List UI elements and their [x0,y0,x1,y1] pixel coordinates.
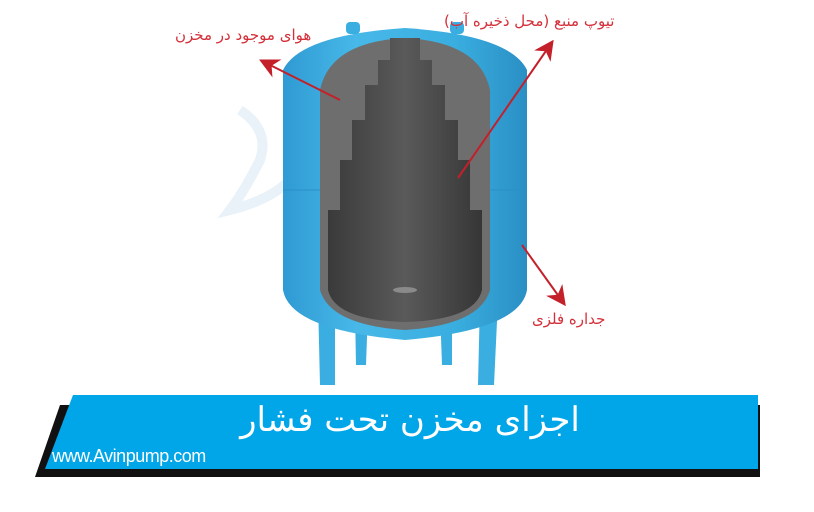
banner-title: اجزای مخزن تحت فشار [240,400,580,440]
banner-background [45,395,758,469]
arrow-air [259,59,341,101]
website-url: www.Avinpump.com [52,446,206,466]
arrow-wall [521,244,566,307]
label-metal-wall: جداره فلزی [532,310,606,328]
label-air-in-tank: هوای موجود در مخزن [175,26,312,44]
arrow-bladder [457,39,554,179]
label-bladder: تیوپ منبع (محل ذخیره آب) [444,12,615,30]
bladder [328,38,482,322]
